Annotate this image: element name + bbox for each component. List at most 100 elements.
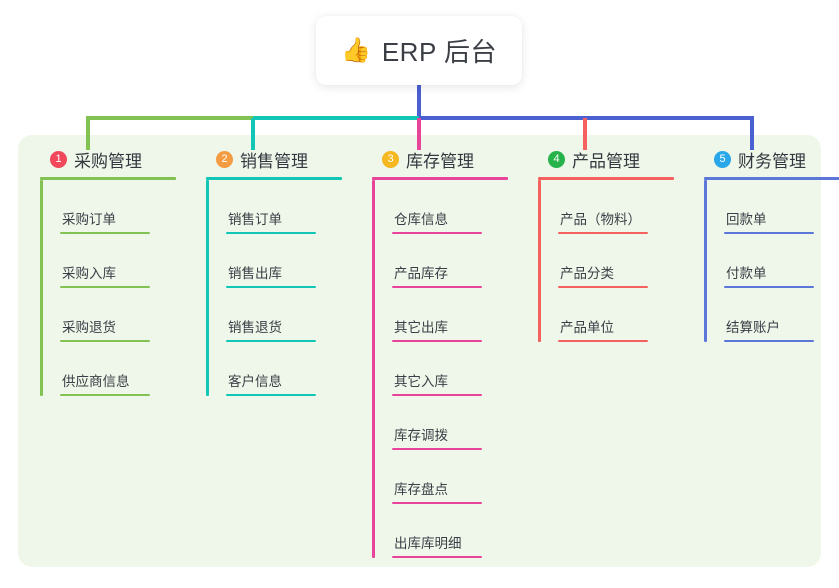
- branch-title-1: 采购管理: [74, 151, 142, 171]
- leaf-underline: [724, 340, 814, 342]
- leaf-underline: [724, 286, 814, 288]
- thumbs-up-icon: 👍: [340, 36, 371, 64]
- branch-stem-5: [704, 180, 707, 342]
- leaf-node[interactable]: 产品分类: [538, 234, 688, 288]
- branch-header-1[interactable]: 1 采购管理: [30, 146, 190, 172]
- branch-items-3: 仓库信息产品库存其它出库其它入库库存调拨库存盘点出库库明细: [372, 180, 522, 558]
- branch-title-4: 产品管理: [572, 151, 640, 171]
- branch-header-3[interactable]: 3 库存管理: [362, 146, 522, 172]
- leaf-label: 结算账户: [726, 320, 780, 335]
- leaf-underline: [226, 286, 316, 288]
- leaf-node[interactable]: 回款单: [704, 180, 839, 234]
- branch-underline-1: [40, 177, 176, 180]
- leaf-label: 库存调拨: [394, 428, 448, 443]
- leaf-label: 客户信息: [228, 374, 282, 389]
- leaf-label: 产品单位: [560, 320, 614, 335]
- branch-column-3: 3 库存管理仓库信息产品库存其它出库其它入库库存调拨库存盘点出库库明细: [362, 146, 522, 558]
- root-node[interactable]: 👍 ERP 后台: [316, 16, 522, 85]
- branch-badge-2: 2: [216, 150, 233, 168]
- branch-header-2[interactable]: 2 销售管理: [196, 146, 356, 172]
- leaf-underline: [558, 340, 648, 342]
- leaf-label: 产品分类: [560, 266, 614, 281]
- leaf-node[interactable]: 产品库存: [372, 234, 522, 288]
- branch-column-5: 5 财务管理回款单付款单结算账户: [694, 146, 839, 342]
- branch-stem-2: [206, 180, 209, 396]
- branch-underline-2: [206, 177, 342, 180]
- leaf-label: 采购入库: [62, 266, 116, 281]
- leaf-label: 其它出库: [394, 320, 448, 335]
- leaf-node[interactable]: 供应商信息: [40, 342, 190, 396]
- leaf-label: 付款单: [726, 266, 767, 281]
- leaf-node[interactable]: 库存盘点: [372, 450, 522, 504]
- leaf-underline: [392, 502, 482, 504]
- branch-column-1: 1 采购管理采购订单采购入库采购退货供应商信息: [30, 146, 190, 396]
- root-title: ERP 后台: [381, 37, 498, 67]
- branch-title-2: 销售管理: [240, 151, 308, 171]
- leaf-label: 库存盘点: [394, 482, 448, 497]
- leaf-node[interactable]: 采购订单: [40, 180, 190, 234]
- leaf-node[interactable]: 产品单位: [538, 288, 688, 342]
- leaf-node[interactable]: 销售退货: [206, 288, 356, 342]
- leaf-node[interactable]: 采购入库: [40, 234, 190, 288]
- leaf-label: 产品（物料）: [560, 212, 641, 227]
- leaf-node[interactable]: 库存调拨: [372, 396, 522, 450]
- branch-items-5: 回款单付款单结算账户: [704, 180, 839, 342]
- leaf-node[interactable]: 其它出库: [372, 288, 522, 342]
- leaf-label: 供应商信息: [62, 374, 130, 389]
- leaf-label: 销售出库: [228, 266, 282, 281]
- leaf-label: 采购退货: [62, 320, 116, 335]
- branch-column-2: 2 销售管理销售订单销售出库销售退货客户信息: [196, 146, 356, 396]
- leaf-node[interactable]: 出库库明细: [372, 504, 522, 558]
- branch-title-5: 财务管理: [738, 151, 806, 171]
- leaf-underline: [226, 340, 316, 342]
- leaf-label: 采购订单: [62, 212, 116, 227]
- branch-items-1: 采购订单采购入库采购退货供应商信息: [40, 180, 190, 396]
- branch-stem-3: [372, 180, 375, 558]
- leaf-label: 其它入库: [394, 374, 448, 389]
- branch-badge-5: 5: [714, 150, 731, 168]
- leaf-label: 产品库存: [394, 266, 448, 281]
- leaf-node[interactable]: 产品（物料）: [538, 180, 688, 234]
- leaf-label: 仓库信息: [394, 212, 448, 227]
- branch-column-4: 4 产品管理产品（物料） 产品分类产品单位: [528, 146, 688, 342]
- leaf-node[interactable]: 结算账户: [704, 288, 839, 342]
- leaf-underline: [392, 448, 482, 450]
- leaf-node[interactable]: 客户信息: [206, 342, 356, 396]
- leaf-label: 销售订单: [228, 212, 282, 227]
- leaf-node[interactable]: 销售订单: [206, 180, 356, 234]
- branch-underline-3: [372, 177, 508, 180]
- branch-header-4[interactable]: 4 产品管理: [528, 146, 688, 172]
- leaf-node[interactable]: 仓库信息: [372, 180, 522, 234]
- leaf-underline: [558, 286, 648, 288]
- branch-badge-4: 4: [548, 150, 565, 168]
- leaf-label: 回款单: [726, 212, 767, 227]
- leaf-node[interactable]: 付款单: [704, 234, 839, 288]
- leaf-label: 销售退货: [228, 320, 282, 335]
- leaf-underline: [392, 232, 482, 234]
- branch-underline-5: [704, 177, 839, 180]
- leaf-node[interactable]: 采购退货: [40, 288, 190, 342]
- leaf-underline: [558, 232, 648, 234]
- leaf-underline: [226, 394, 316, 396]
- leaf-underline: [392, 340, 482, 342]
- branch-badge-3: 3: [382, 150, 399, 168]
- branch-underline-4: [538, 177, 674, 180]
- leaf-node[interactable]: 其它入库: [372, 342, 522, 396]
- branch-header-5[interactable]: 5 财务管理: [694, 146, 839, 172]
- branch-items-4: 产品（物料） 产品分类产品单位: [538, 180, 688, 342]
- branch-title-3: 库存管理: [406, 151, 474, 171]
- leaf-underline: [60, 232, 150, 234]
- leaf-underline: [60, 286, 150, 288]
- leaf-underline: [392, 286, 482, 288]
- branch-stem-1: [40, 180, 43, 396]
- branch-stem-4: [538, 180, 541, 342]
- leaf-label: 出库库明细: [394, 536, 462, 551]
- branches-panel: [18, 135, 821, 567]
- branch-badge-1: 1: [50, 150, 67, 168]
- leaf-underline: [392, 394, 482, 396]
- leaf-underline: [724, 232, 814, 234]
- leaf-underline: [60, 340, 150, 342]
- leaf-node[interactable]: 销售出库: [206, 234, 356, 288]
